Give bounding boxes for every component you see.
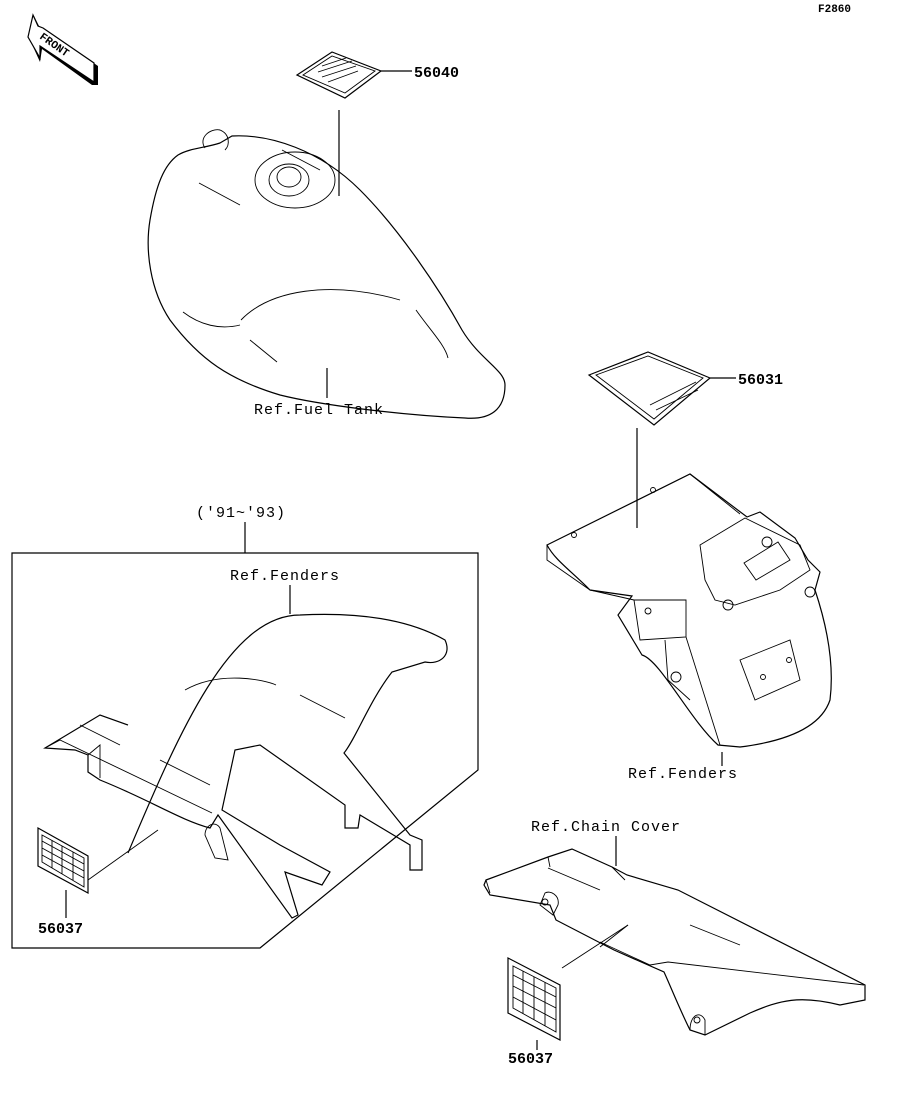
ref-fenders-rear[interactable]: Ref.Fenders: [628, 766, 738, 783]
figure-id: F2860: [818, 4, 851, 16]
part-number-56037-boxed[interactable]: 56037: [38, 921, 83, 938]
label-decal-56031: [587, 351, 736, 426]
year-variant-box: [11, 552, 479, 949]
front-arrow-icon: FRONT: [27, 13, 98, 85]
year-range-label: ('91~'93): [196, 505, 286, 522]
label-decal-56040: [295, 51, 412, 99]
part-number-56040[interactable]: 56040: [414, 65, 459, 82]
rear-fender-outline: [546, 473, 832, 748]
fuel-tank-outline: [147, 129, 506, 419]
ref-chain-cover[interactable]: Ref.Chain Cover: [531, 819, 681, 836]
label-decal-56037-chain: [507, 957, 561, 1041]
ref-fuel-tank[interactable]: Ref.Fuel Tank: [254, 402, 384, 419]
ref-fenders-boxed[interactable]: Ref.Fenders: [230, 568, 340, 585]
label-decal-56037-boxed: [37, 826, 89, 895]
part-number-56031[interactable]: 56031: [738, 372, 783, 389]
part-number-56037-chain[interactable]: 56037: [508, 1051, 553, 1068]
fender-outline-boxed: [43, 613, 448, 919]
chain-cover-outline: [483, 848, 866, 1036]
